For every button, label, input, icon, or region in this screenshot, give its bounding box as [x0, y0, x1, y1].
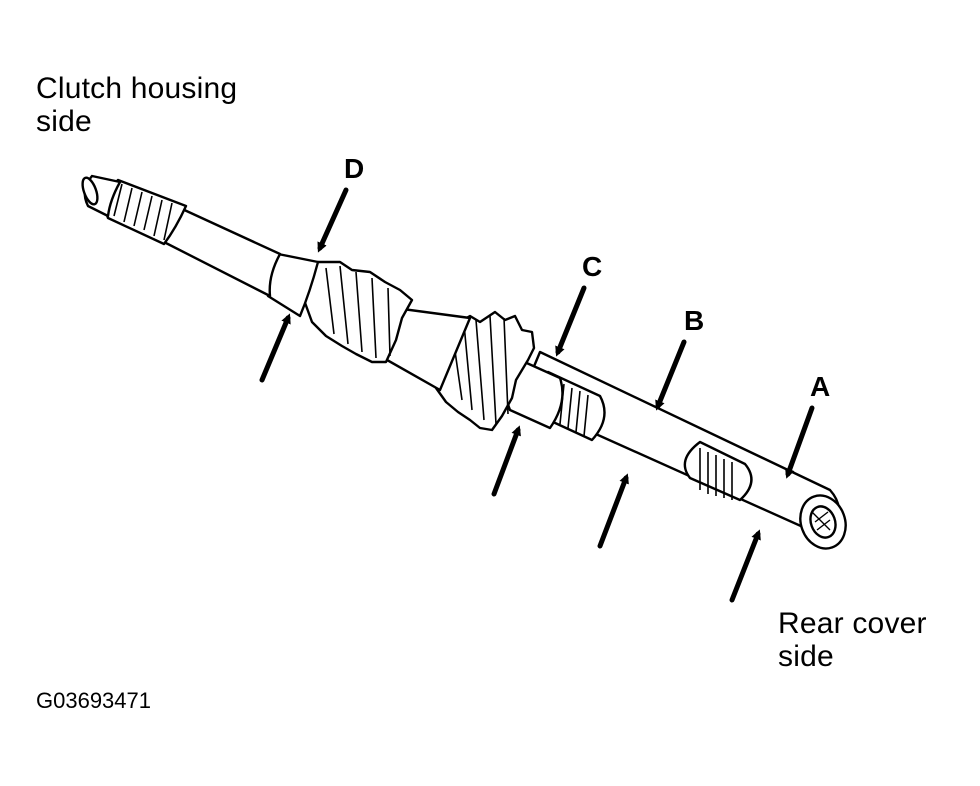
shaft-front-section	[158, 206, 282, 298]
clutch-housing-label-line1: Clutch housing	[36, 72, 238, 105]
clutch-housing-label-line2: side	[36, 105, 92, 138]
arrow-a-top	[785, 405, 815, 479]
arrow-b-top	[655, 339, 687, 411]
callout-a: A	[810, 371, 830, 402]
figure-id: G03693471	[36, 688, 151, 713]
gear-d	[302, 260, 414, 364]
mainshaft	[81, 174, 847, 550]
arrow-d-top	[317, 187, 349, 253]
arrow-b-bottom	[597, 473, 629, 549]
arrow-c-top	[555, 285, 587, 357]
clutch-housing-side-label: Clutch housing side	[36, 72, 237, 138]
arrow-d-bottom	[259, 313, 291, 383]
callout-d: D	[344, 153, 364, 184]
rear-cover-label-line2: side	[778, 640, 834, 673]
rear-cover-side-label: Rear cover side	[778, 607, 927, 673]
arrow-a-bottom	[729, 529, 761, 603]
rear-cover-label-line1: Rear cover	[778, 607, 927, 640]
arrow-c-bottom	[491, 425, 521, 497]
spline-collar-a	[683, 440, 753, 502]
callout-c: C	[582, 251, 602, 282]
callout-b: B	[684, 305, 704, 336]
